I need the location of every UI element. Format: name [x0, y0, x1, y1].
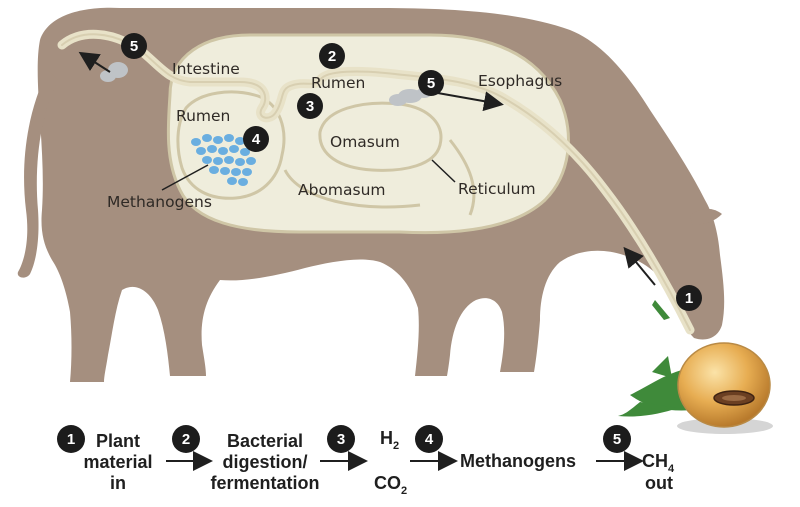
food-in-arrow [623, 246, 656, 286]
svg-text:5: 5 [130, 38, 138, 55]
tract-outline [61, 33, 691, 331]
omasum-chamber [318, 101, 443, 172]
seed-pod [677, 342, 771, 428]
cow-ear [690, 208, 722, 225]
flow-step-1-line1: Plant [96, 431, 140, 451]
svg-text:1: 1 [67, 431, 75, 448]
label-methanogens: Methanogens [107, 193, 212, 211]
svg-text:2: 2 [328, 48, 336, 65]
intestine-tube [57, 29, 695, 335]
abomasum-chamber [283, 169, 421, 209]
flow-step-1-badge [57, 425, 85, 453]
reticulum-pointer [431, 159, 456, 183]
reticulum-boundary [448, 139, 476, 216]
badge-5-front: 5 [418, 70, 444, 96]
flow-step-3: 3 H2 CO2 [327, 425, 407, 497]
flow-step-5: 5 CH4 out [603, 425, 675, 493]
flow-step-1-line3: in [110, 473, 126, 493]
flow-step-5-ch4: CH4 [642, 451, 675, 475]
swallowed-grass [652, 300, 670, 320]
flow-step-3-badge [327, 425, 355, 453]
flow-step-4: 4 Methanogens [415, 425, 576, 471]
flow-step-3-co2: CO2 [374, 473, 407, 497]
flow-step-3-h2: H2 [380, 428, 399, 452]
badge-4: 4 [243, 126, 269, 152]
rumen-lower-chamber [176, 90, 286, 200]
flow-step-2-line3: fermentation [210, 473, 319, 493]
grass-tuft [618, 356, 692, 417]
svg-text:2: 2 [182, 431, 190, 448]
label-rumen-top: Rumen [311, 74, 365, 92]
flow-step-1: 1 Plant material in [57, 425, 153, 493]
flow-step-2-badge [172, 425, 200, 453]
svg-text:3: 3 [306, 98, 314, 115]
label-intestine: Intestine [172, 60, 240, 78]
gas-out-rear-arrow [78, 51, 111, 73]
label-rumen-left: Rumen [176, 107, 230, 125]
flow-step-4-badge [415, 425, 443, 453]
svg-text:1: 1 [685, 290, 693, 307]
badge-3: 3 [297, 93, 323, 119]
label-abomasum: Abomasum [298, 181, 386, 199]
flow-step-2-line2: digestion/ [223, 452, 308, 472]
svg-text:3: 3 [337, 431, 345, 448]
badge-5-rear: 5 [121, 33, 147, 59]
flow-step-4-text: Methanogens [460, 451, 576, 471]
badge-2: 2 [319, 43, 345, 69]
svg-text:5: 5 [427, 75, 435, 92]
flow-step-1-line2: material [83, 452, 152, 472]
methanogens-pointer [161, 164, 209, 191]
badge-1: 1 [676, 285, 702, 311]
svg-text:5: 5 [613, 431, 621, 448]
flow-step-2: 2 Bacterial digestion/ fermentation [172, 425, 320, 493]
cow-tail [17, 70, 58, 278]
svg-text:4: 4 [425, 431, 434, 448]
gas-out-front-arrow [431, 91, 504, 112]
seed-hilum-inner [722, 395, 746, 401]
svg-text:4: 4 [252, 131, 261, 148]
flow-step-2-line1: Bacterial [227, 431, 303, 451]
flow-step-5-out: out [645, 473, 673, 493]
process-flow: 1 Plant material in 2 Bacterial digestio… [57, 425, 675, 497]
label-reticulum: Reticulum [458, 180, 536, 198]
label-esophagus: Esophagus [478, 72, 562, 90]
digestive-tract [57, 29, 695, 335]
methanogen-cluster [191, 134, 256, 186]
gas-puff-rear [100, 62, 128, 82]
label-omasum: Omasum [330, 133, 400, 151]
flow-step-5-badge [603, 425, 631, 453]
